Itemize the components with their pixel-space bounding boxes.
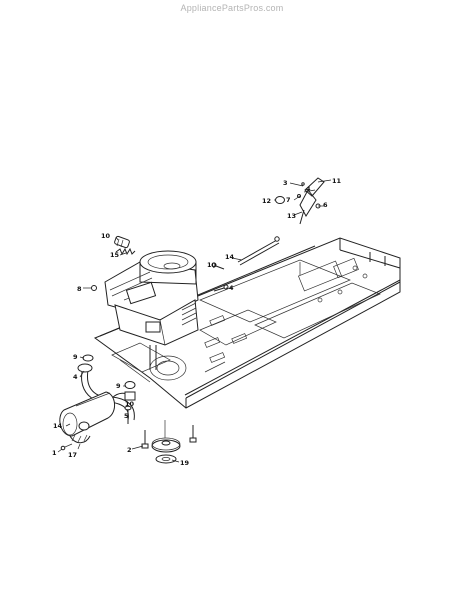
throttle-lever-assembly (275, 177, 325, 225)
callout-5: 5 (124, 412, 129, 420)
callout-8: 8 (77, 285, 82, 293)
chassis-frame (93, 237, 401, 409)
fastener-part-5 (124, 405, 132, 424)
callout-2: 2 (127, 446, 132, 454)
callout-6: 6 (323, 201, 328, 209)
callout-14-muffler: 14 (53, 422, 63, 430)
callout-10-pipe: 10 (125, 400, 135, 408)
callout-4-bolt: 4 (229, 284, 234, 292)
spring-part-15 (115, 247, 136, 256)
callout-4-lever: 4 (306, 185, 311, 193)
callout-17: 17 (68, 451, 77, 459)
callout-13: 13 (287, 212, 296, 220)
callout-4-pipe: 4 (73, 373, 78, 381)
control-rod (237, 236, 280, 266)
callout-7: 7 (286, 196, 291, 204)
callout-19: 19 (180, 459, 190, 467)
callout-11: 11 (332, 177, 342, 185)
bolt-part-10-lower (189, 425, 197, 443)
callout-12: 12 (262, 197, 271, 205)
bolt-part-2 (141, 430, 149, 449)
callout-labels: 3 11 7 4 6 12 13 10 15 14 10 4 8 9 9 4 1… (52, 177, 342, 467)
callout-1: 1 (52, 449, 57, 457)
callout-leaders (57, 179, 332, 463)
callout-14-rod: 14 (225, 253, 235, 261)
watermark-text: AppliancePartsPros.com (180, 3, 284, 13)
callout-3: 3 (283, 179, 288, 187)
callout-10-upper: 10 (207, 261, 217, 269)
callout-9-lower: 9 (116, 382, 121, 390)
callout-9-upper: 9 (73, 353, 78, 361)
engine-assembly (104, 250, 199, 370)
callout-18: 10 (101, 232, 111, 240)
fitting-part-18 (114, 235, 130, 249)
callout-15: 15 (110, 251, 120, 259)
pulley-part-19 (151, 420, 181, 464)
bolt-part-8 (91, 285, 97, 291)
muffler-assembly (59, 354, 136, 451)
